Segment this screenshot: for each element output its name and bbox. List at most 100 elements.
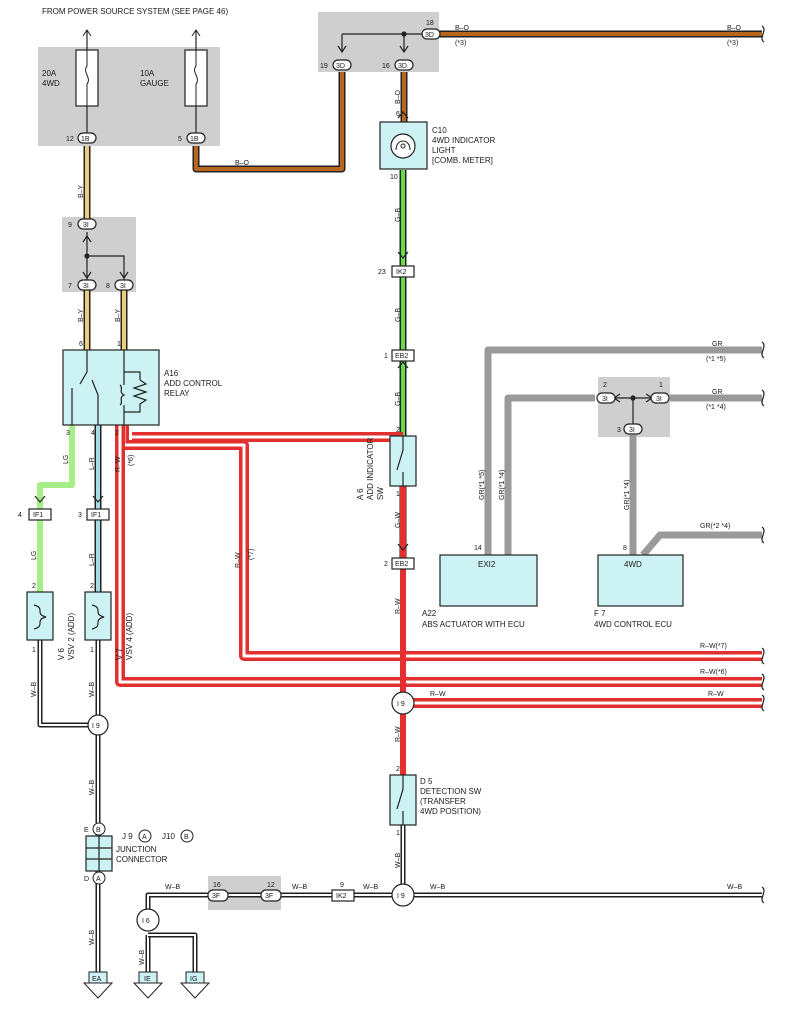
jc-pin-e: E (84, 827, 89, 834)
a16-line2: RELAY (164, 389, 190, 398)
wire-label-bo-vertical: B–O (395, 89, 402, 104)
wire-label-rw-right-mid: R–W (430, 691, 446, 698)
v7-line1: VSV 4 (ADD) (125, 613, 134, 660)
ground-ig (179, 971, 211, 999)
jc-j10: J10 (162, 832, 175, 841)
connector-1b-right (186, 132, 206, 144)
wire-label-rw-vertical-1: R–W (395, 598, 402, 614)
a6-indicator-switch (389, 435, 417, 487)
connector-1b-left (77, 132, 97, 144)
connector-if1-left (28, 508, 52, 521)
wire-label-rw-right: R–W (708, 691, 724, 698)
f7-pin: 8 (623, 545, 627, 552)
source-note: FROM POWER SOURCE SYSTEM (SEE PAGE 46) (42, 7, 228, 16)
ground-ea (82, 971, 114, 999)
wire-label-gb-2: G–B (395, 308, 402, 322)
fuse-gauge-pin: 5 (178, 136, 182, 143)
wire-label-by-3: B–Y (115, 308, 122, 322)
jc-pin-e-letter: B (96, 827, 101, 834)
a6-pin-top: 2 (396, 427, 400, 434)
fuse-gauge (184, 29, 208, 134)
a6-line1: ADD INDICATOR (366, 437, 375, 500)
j3f-left-pin: 16 (213, 882, 221, 889)
j3f-right-pin: 12 (267, 882, 275, 889)
junction-3i-right-pin-b: 1 (659, 382, 663, 389)
wire-label-wb-7: W–B (292, 884, 308, 891)
eb2-top-pin: 1 (384, 353, 388, 360)
wire-label-gr-v3: GR(*1 *4) (624, 480, 631, 510)
wire-label-gr-2: GR (712, 389, 723, 396)
jc-line1: JUNCTION (116, 845, 157, 854)
wire-label-lr-2: L–R (89, 553, 96, 566)
fuse-4wd-connector: 1B (81, 136, 90, 143)
ik2-top-pin: 23 (378, 269, 386, 276)
fuse-4wd-name: 4WD (42, 79, 60, 88)
d5-id: D 5 (420, 777, 433, 786)
connector-ik2-bottom (331, 889, 355, 902)
junction-3i-right-conn-a: 3I (602, 396, 608, 403)
jc-j10-letter: B (184, 834, 189, 841)
j3f-right-label: 3F (265, 893, 273, 900)
connector-3f-right (260, 889, 282, 902)
wire-label-gr-v2: GR(*1 *4) (499, 470, 506, 500)
junction-3d-pin-in: 18 (426, 20, 434, 27)
jc-pin-d: D (84, 876, 89, 883)
a16-pin-6: 6 (79, 341, 83, 348)
splice-i9-bottom-label: I 9 (397, 893, 405, 900)
a22-pin: 14 (474, 545, 482, 552)
a16-pin-3: 3 (66, 430, 70, 437)
wire-b-o (192, 30, 762, 173)
wire-label-by-2: B–Y (78, 308, 85, 322)
f7-4wd-ecu (597, 554, 684, 607)
a16-line1: ADD CONTROL (164, 379, 223, 388)
eb2-bottom-label: EB2 (395, 561, 408, 568)
wire-r-w (115, 425, 762, 775)
wire-label-bo-note-left: (*3) (455, 40, 466, 47)
d5-pin-top: 2 (396, 766, 400, 773)
junction-3i-right-pin-a: 2 (603, 382, 607, 389)
splice-i6-label: I 6 (142, 918, 150, 925)
ground-ie-label: IE (144, 976, 151, 983)
junction-3d-pin-left: 19 (320, 63, 328, 70)
wire-label-wb-8: W–B (363, 884, 379, 891)
wire-label-bo-note-right: (*3) (727, 40, 738, 47)
wire-label-wb-4: W–B (89, 930, 96, 946)
wire-label-gr-top-note: (*1 *5) (706, 356, 726, 363)
a6-pin-bottom: 1 (396, 491, 400, 498)
v6-pin-bottom: 1 (32, 647, 36, 654)
wire-label-gr-v1: GR(*1 *5) (479, 470, 486, 500)
wire-b-y (83, 146, 128, 350)
wire-label-rw-6-note: (*6) (128, 455, 135, 466)
wire-label-bo-mid: B–O (235, 160, 250, 167)
connector-eb2-bottom (391, 557, 415, 570)
wire-end-caps (761, 25, 765, 904)
f7-id: F 7 (594, 609, 606, 618)
a6-line2: SW (376, 487, 385, 500)
v6-pin-top: 2 (32, 583, 36, 590)
ground-ig-label: IG (190, 976, 197, 983)
wire-label-gb-3: G–B (395, 392, 402, 406)
wire-label-wb-6: W–B (165, 884, 181, 891)
fuse-4wd-pin: 12 (66, 136, 74, 143)
c10-line3: [COMB. METER] (432, 156, 493, 165)
fuse-4wd-rating: 20A (42, 69, 57, 78)
jc-line2: CONNECTOR (116, 855, 168, 864)
a22-line1: ABS ACTUATOR WITH ECU (422, 620, 525, 629)
c10-pin-bottom: 10 (390, 174, 398, 181)
wire-label-wb-5: W–B (395, 853, 402, 869)
c10-pin-top: 6 (396, 111, 400, 118)
a16-pin-2: 2 (115, 430, 119, 437)
wire-label-bo-top-right: B–O (727, 25, 742, 32)
wire-label-rw-7-note: (*7) (248, 549, 255, 560)
connector-3i-right-a (596, 392, 616, 404)
junction-3d-internal (337, 31, 430, 54)
wire-label-gb-1: G–B (395, 208, 402, 222)
wire-label-lr-1: L–R (89, 457, 96, 470)
c10-indicator-light (379, 121, 428, 170)
ground-ea-label: EA (92, 976, 102, 983)
wire-label-gw: G–W (395, 512, 402, 528)
v7-pin-bottom: 1 (90, 647, 94, 654)
junction-3i-top-pin-b: 8 (106, 283, 110, 290)
